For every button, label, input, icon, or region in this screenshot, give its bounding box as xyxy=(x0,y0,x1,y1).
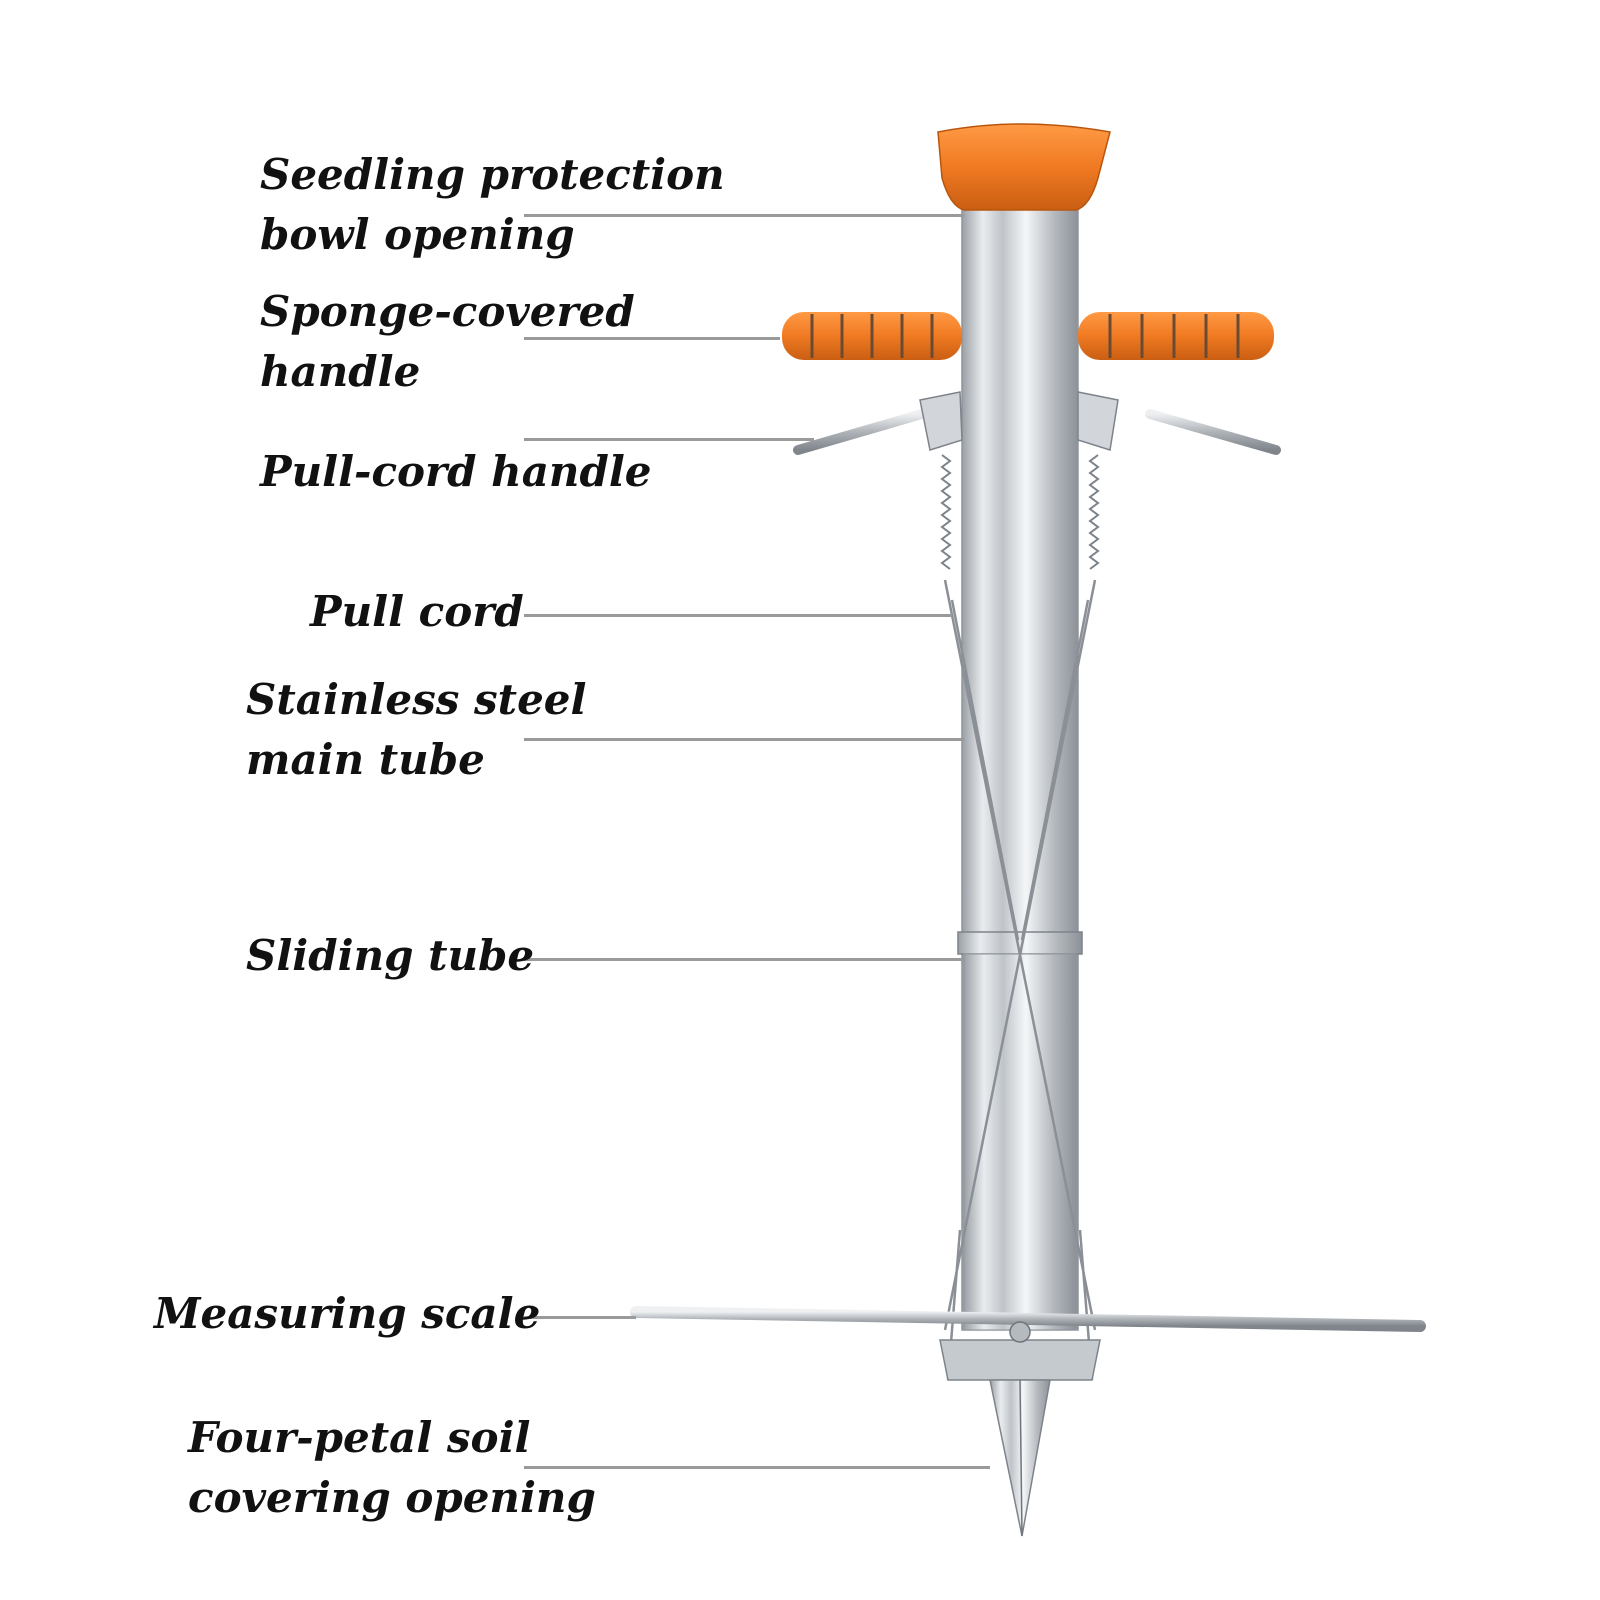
label-line: bowl opening xyxy=(260,210,575,259)
sponge-handle-left xyxy=(782,312,962,360)
leader-petal xyxy=(524,1466,990,1469)
label-sliding-tube: Sliding tube xyxy=(246,926,534,986)
label-line: Stainless steel xyxy=(246,675,587,724)
leader-handle xyxy=(524,337,780,340)
label-four-petal: Four-petal soil covering opening xyxy=(188,1408,596,1528)
label-measuring-scale: Measuring scale xyxy=(154,1284,540,1344)
leader-maintube xyxy=(524,738,964,741)
leader-sliding xyxy=(524,958,964,961)
label-sponge-handle: Sponge-covered handle xyxy=(260,282,635,402)
pull-cords xyxy=(943,579,1097,1381)
label-line: Sponge-covered xyxy=(260,287,635,336)
petal-bracket xyxy=(939,1339,1101,1381)
label-line: Four-petal soil xyxy=(188,1413,531,1462)
leader-bowl xyxy=(524,214,964,217)
leader-cord xyxy=(524,614,952,617)
label-line: Pull cord xyxy=(310,587,524,636)
label-line: Seedling protection xyxy=(260,150,725,199)
leader-scale xyxy=(524,1316,636,1319)
label-pull-cord-handle: Pull-cord handle xyxy=(260,442,652,502)
sponge-handle-right xyxy=(1078,312,1274,360)
label-line: Pull-cord handle xyxy=(260,447,652,496)
leader-pullhandle xyxy=(524,438,814,441)
measuring-scale-rod xyxy=(630,1306,1426,1332)
seedling-bowl xyxy=(937,123,1111,211)
label-line: covering opening xyxy=(188,1473,596,1522)
label-pull-cord: Pull cord xyxy=(310,582,524,642)
springs xyxy=(940,454,1100,570)
label-line: main tube xyxy=(246,735,485,784)
label-line: Measuring scale xyxy=(154,1289,541,1338)
label-seedling-bowl: Seedling protection bowl opening xyxy=(260,145,725,265)
label-line: handle xyxy=(260,347,421,396)
pull-cord-handles xyxy=(793,391,1281,455)
sliding-tube-body xyxy=(963,953,1077,1331)
label-line: Sliding tube xyxy=(246,931,535,980)
label-main-tube: Stainless steel main tube xyxy=(246,670,586,790)
